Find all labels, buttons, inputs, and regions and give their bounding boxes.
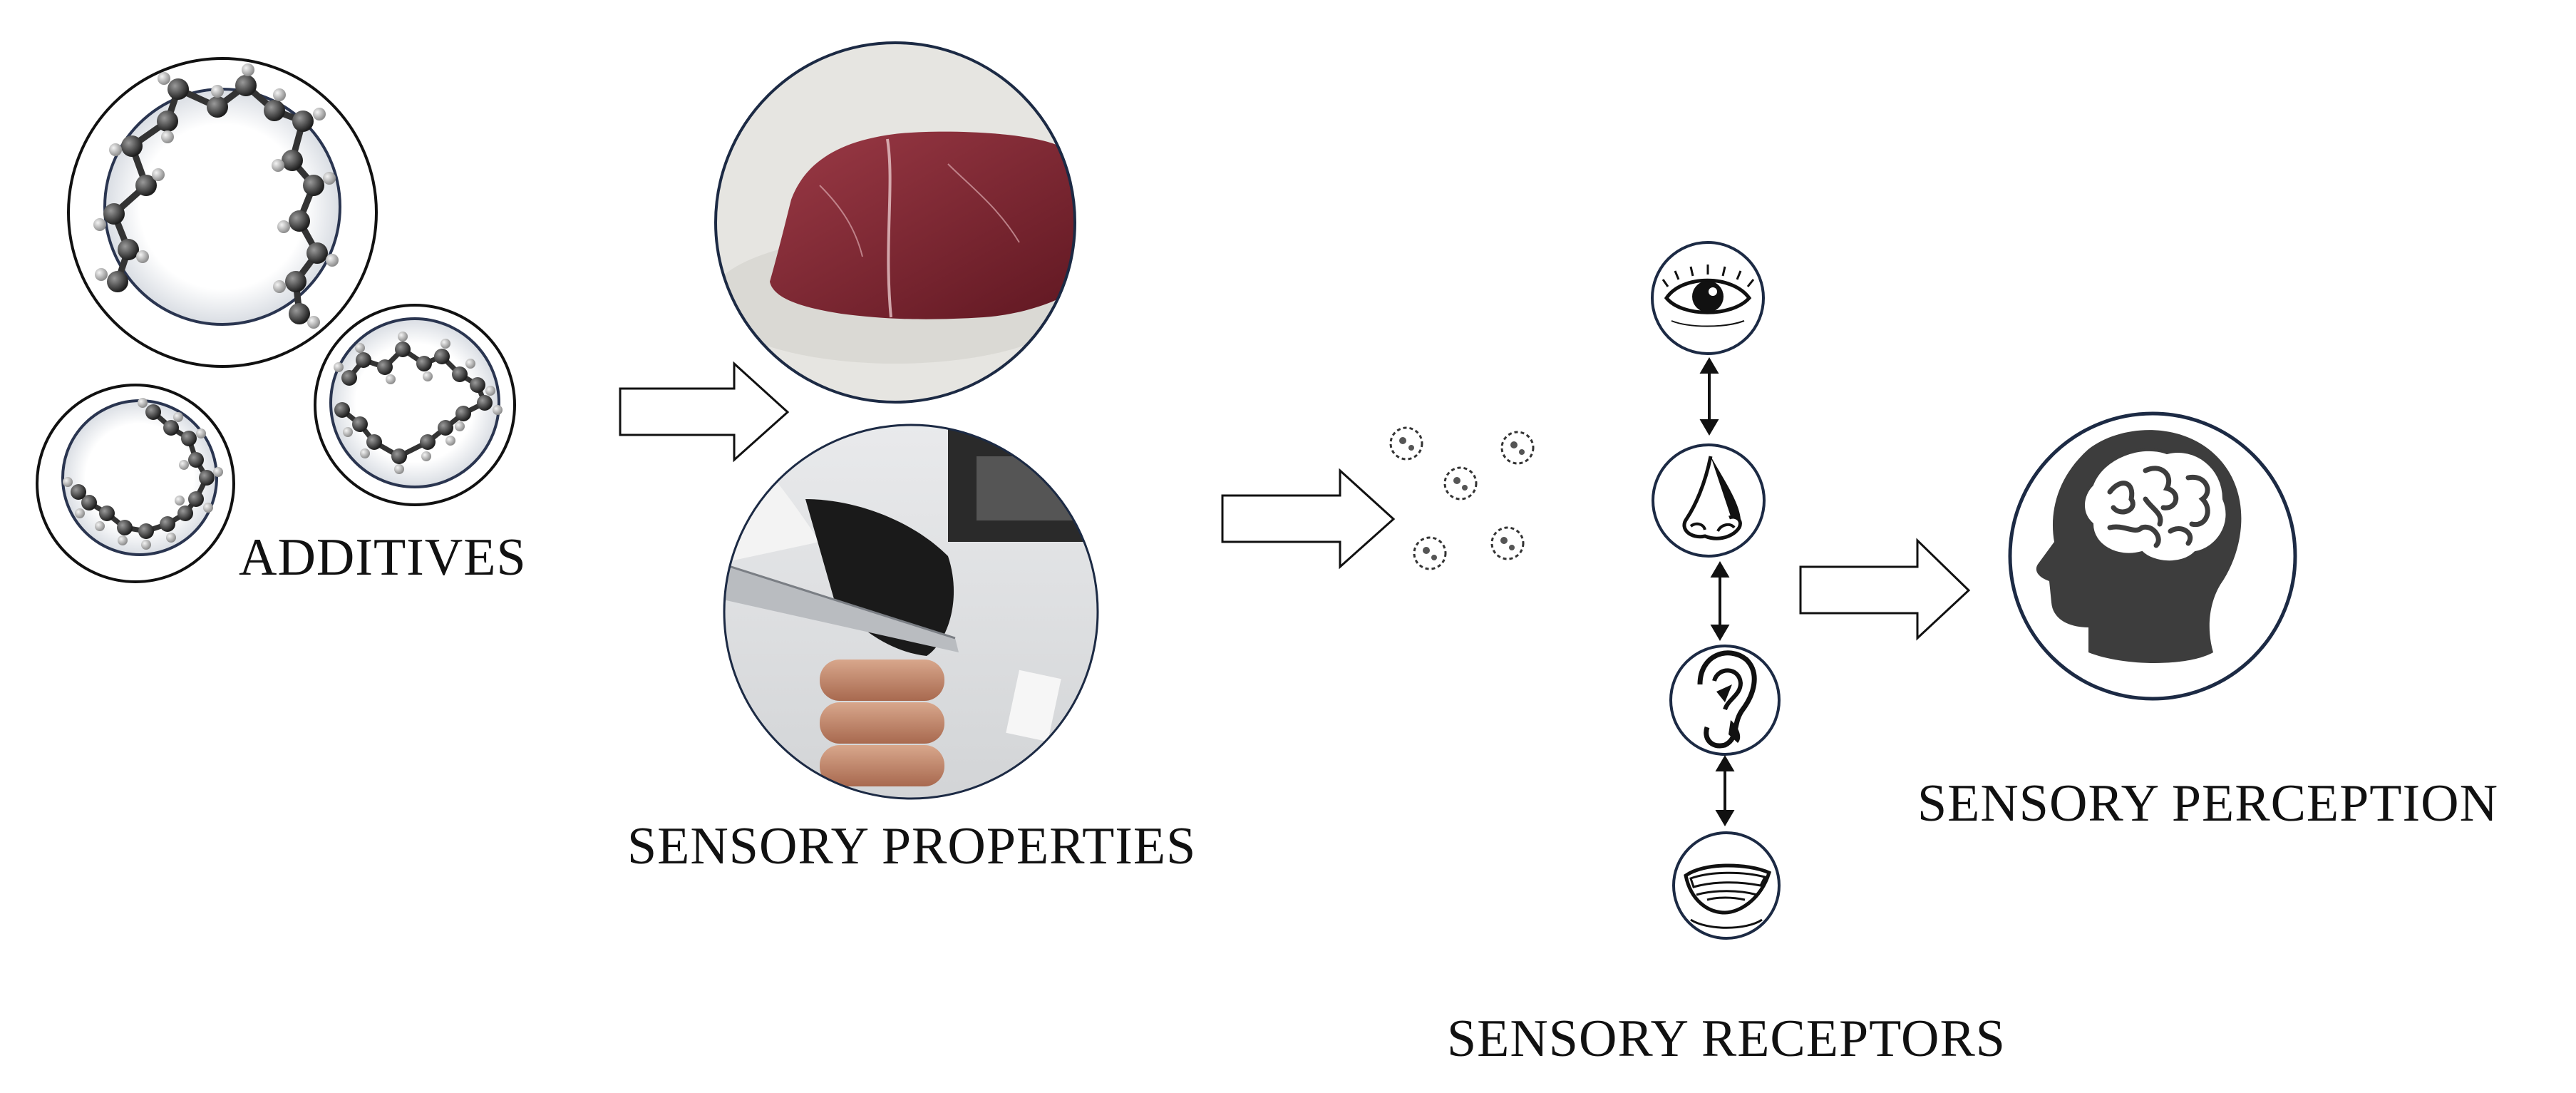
sensory-receptors-column — [1651, 241, 1781, 940]
volatile-molecules — [1389, 426, 1535, 570]
additives-group — [36, 57, 516, 583]
double-arrow-nose-ear — [1710, 561, 1730, 641]
raw-meat-photo — [714, 41, 1076, 404]
arrow-right-3 — [1799, 538, 1971, 641]
sensory-receptors-label: SENSORY RECEPTORS — [1447, 1010, 2006, 1068]
mouth-icon — [1672, 831, 1781, 940]
sensory-perception-label: SENSORY PERCEPTION — [1917, 774, 2499, 833]
arrow-right-1 — [619, 361, 790, 463]
head-brain-icon — [2008, 411, 2297, 701]
cutting-sausage-photo — [723, 424, 1099, 800]
arrow-right-2 — [1221, 468, 1396, 570]
ear-icon — [1669, 645, 1781, 756]
molecule-chain-medium — [334, 332, 503, 474]
additives-label: ADDITIVES — [239, 528, 527, 587]
molecule-chain-small — [63, 398, 223, 550]
additive-bubble-large — [67, 57, 378, 368]
additive-bubble-medium — [314, 304, 516, 506]
volatile-molecule — [1413, 536, 1447, 570]
double-arrow-ear-mouth — [1715, 755, 1735, 826]
volatile-molecule — [1490, 526, 1525, 560]
volatile-molecule — [1500, 431, 1535, 465]
molecule-chain-large — [93, 63, 339, 329]
sensory-properties-label: SENSORY PROPERTIES — [627, 817, 1197, 876]
eye-icon — [1651, 241, 1765, 355]
volatile-molecule — [1389, 426, 1423, 461]
volatile-molecule — [1443, 466, 1478, 501]
additive-bubble-small — [36, 384, 235, 583]
nose-icon — [1652, 443, 1766, 558]
double-arrow-eye-nose — [1699, 357, 1719, 436]
